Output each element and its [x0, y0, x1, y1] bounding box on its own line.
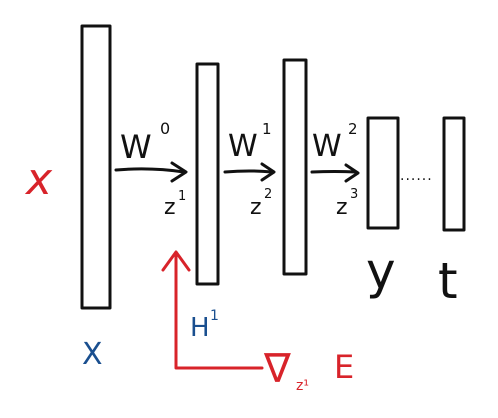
output-label-y: y — [366, 242, 396, 300]
target-label-t: t — [438, 252, 458, 310]
hidden-layer-1-box — [195, 62, 220, 286]
gradient-nabla: ∇ — [263, 346, 291, 392]
weight-label-0: W — [120, 128, 152, 166]
weight-label-2: W — [312, 129, 342, 164]
preactivation-label-1-sup: 1 — [178, 189, 186, 204]
forward-arrow-1 — [223, 162, 276, 182]
output-layer-y-box — [366, 116, 400, 230]
input-label-X: X — [82, 337, 103, 372]
preactivation-label-3: z — [336, 195, 348, 220]
preactivation-label-2-sup: 2 — [264, 187, 272, 202]
input-symbol-x: x — [24, 154, 53, 205]
gradient-backprop-arrow — [161, 250, 264, 370]
gradient-subscript: z¹ — [296, 378, 309, 394]
continuation-dots: ...... — [400, 168, 433, 184]
weight-label-1-sup: 1 — [262, 120, 272, 138]
weight-label-1: W — [228, 129, 258, 164]
preactivation-label-2: z — [250, 195, 262, 220]
forward-arrow-2 — [310, 163, 360, 183]
hidden-layer-label: H — [190, 313, 210, 343]
input-layer-box — [80, 24, 112, 310]
hidden-layer-2-box — [282, 58, 308, 276]
weight-label-2-sup: 2 — [348, 120, 358, 138]
forward-arrow-0 — [114, 161, 188, 183]
preactivation-label-1: z — [164, 195, 176, 220]
hidden-layer-label-sup: 1 — [210, 308, 219, 324]
target-layer-t-box — [442, 116, 466, 232]
weight-label-0-sup: 0 — [160, 119, 170, 138]
gradient-E: E — [334, 348, 354, 386]
preactivation-label-3-sup: 3 — [350, 187, 358, 202]
